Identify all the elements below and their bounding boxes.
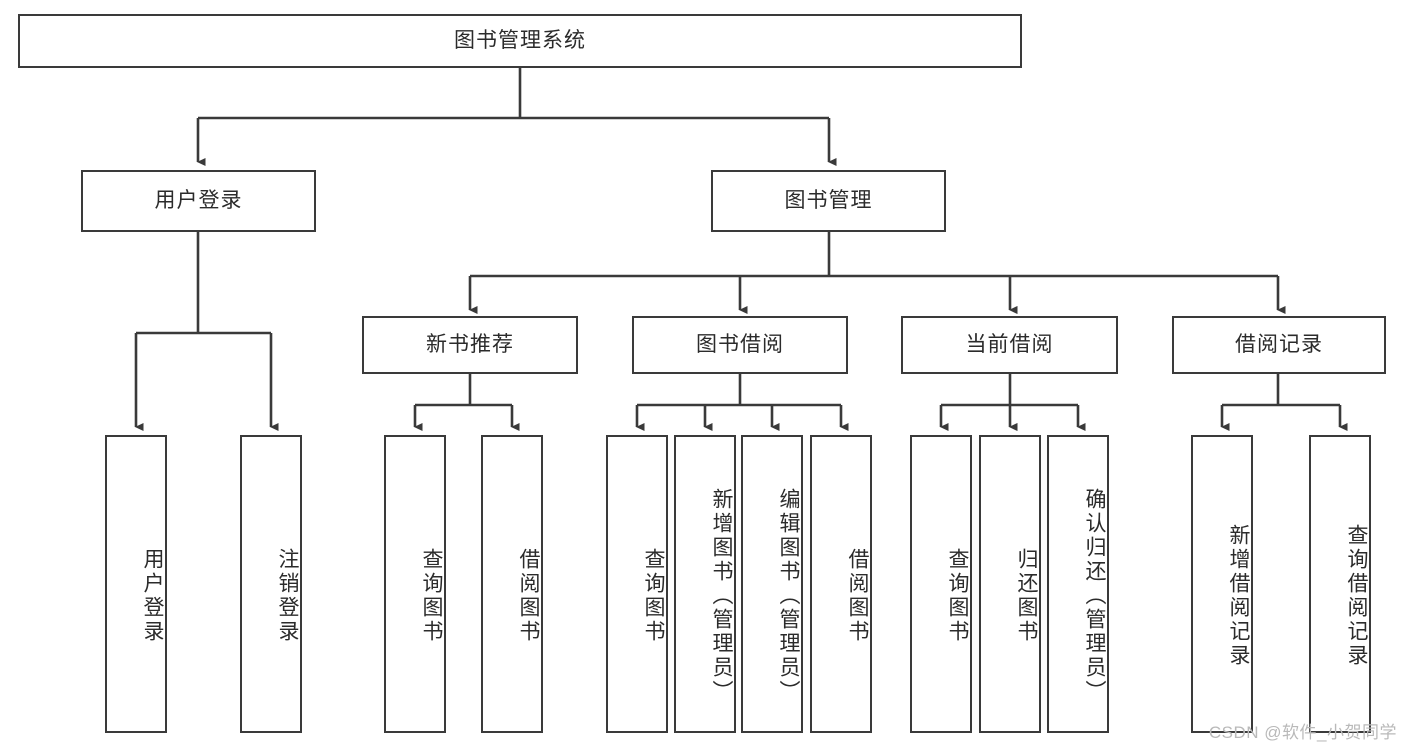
node-label: 新增借阅记录 <box>1227 524 1250 668</box>
node-user-login[interactable]: 用户登录 <box>81 170 316 232</box>
node-label: 用户登录 <box>141 548 164 644</box>
node-label: 当前借阅 <box>965 333 1054 357</box>
node-label: 图书管理系统 <box>454 29 586 53</box>
node-leaf-query-book-recommend[interactable]: 查询图书 <box>384 435 446 733</box>
node-leaf-query-book-borrow[interactable]: 查询图书 <box>606 435 668 733</box>
node-leaf-edit-book-admin[interactable]: 编辑图书（管理员） <box>741 435 803 733</box>
node-book-management[interactable]: 图书管理 <box>711 170 946 232</box>
node-leaf-confirm-return-admin[interactable]: 确认归还（管理员） <box>1047 435 1109 733</box>
node-leaf-add-borrow-record[interactable]: 新增借阅记录 <box>1191 435 1253 733</box>
node-leaf-return-book[interactable]: 归还图书 <box>979 435 1041 733</box>
node-label: 编辑图书（管理员） <box>777 488 800 704</box>
node-current-borrow[interactable]: 当前借阅 <box>901 316 1118 374</box>
node-label: 新增图书（管理员） <box>710 488 733 704</box>
watermark-text: CSDN @软件_小贺同学 <box>1208 723 1397 742</box>
node-root-system[interactable]: 图书管理系统 <box>18 14 1022 68</box>
node-leaf-borrow-book-recommend[interactable]: 借阅图书 <box>481 435 543 733</box>
node-label: 图书借阅 <box>696 333 784 357</box>
node-label: 归还图书 <box>1015 548 1038 644</box>
node-leaf-query-borrow-record[interactable]: 查询借阅记录 <box>1309 435 1371 733</box>
node-label: 借阅记录 <box>1235 333 1323 357</box>
node-label: 图书管理 <box>784 189 873 213</box>
node-label: 新书推荐 <box>426 333 514 357</box>
node-borrow-record[interactable]: 借阅记录 <box>1172 316 1386 374</box>
node-leaf-logout-login[interactable]: 注销登录 <box>240 435 302 733</box>
node-leaf-add-book-admin[interactable]: 新增图书（管理员） <box>674 435 736 733</box>
node-new-book-recommend[interactable]: 新书推荐 <box>362 316 578 374</box>
node-label: 查询图书 <box>946 548 969 644</box>
node-label: 用户登录 <box>154 189 243 213</box>
node-leaf-user-login[interactable]: 用户登录 <box>105 435 167 733</box>
node-label: 查询借阅记录 <box>1345 524 1368 668</box>
node-label: 注销登录 <box>276 548 299 644</box>
node-label: 确认归还（管理员） <box>1083 488 1106 704</box>
node-leaf-borrow-book[interactable]: 借阅图书 <box>810 435 872 733</box>
node-label: 借阅图书 <box>517 548 540 644</box>
node-label: 借阅图书 <box>846 548 869 644</box>
node-label: 查询图书 <box>642 548 665 644</box>
node-leaf-query-book-current[interactable]: 查询图书 <box>910 435 972 733</box>
node-book-borrow[interactable]: 图书借阅 <box>632 316 848 374</box>
node-label: 查询图书 <box>420 548 443 644</box>
